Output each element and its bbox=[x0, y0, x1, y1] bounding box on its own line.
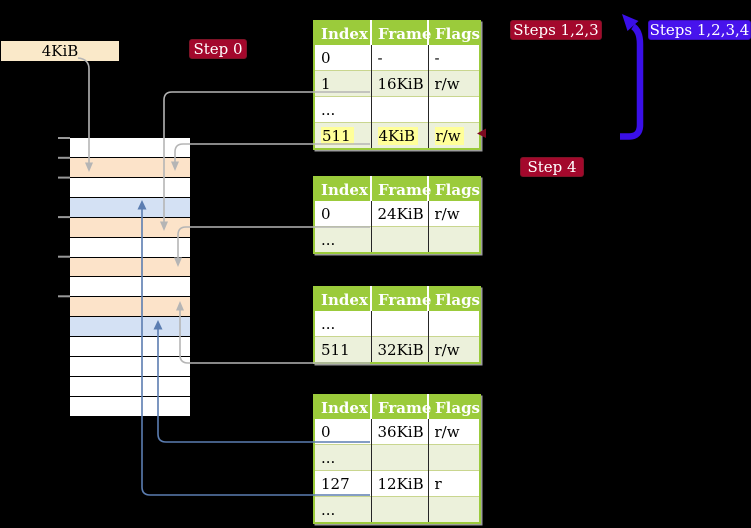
flow-arrow-shaft bbox=[620, 23, 644, 140]
header-index: Index bbox=[314, 287, 372, 311]
table-row: ... bbox=[314, 444, 480, 471]
cell-index: 0 bbox=[314, 419, 372, 445]
memory-row-7 bbox=[70, 257, 190, 278]
memory-row-1 bbox=[70, 138, 190, 158]
cell-index: ... bbox=[314, 96, 372, 123]
cell-index: 127 bbox=[314, 470, 372, 497]
memory-row-11 bbox=[70, 337, 190, 358]
memory-row-14 bbox=[70, 396, 190, 416]
cell-index: ... bbox=[314, 444, 372, 471]
header-frame: Frame bbox=[371, 287, 431, 311]
step-0-badge: Step 0 bbox=[189, 39, 247, 59]
table-header-row: Index Frame Flags bbox=[314, 177, 480, 201]
cell-flags bbox=[428, 444, 480, 471]
memory-row-8 bbox=[70, 277, 190, 298]
page-table-3: Index Frame Flags ... 511 32KiB r/w bbox=[313, 286, 481, 364]
memory-row-13 bbox=[70, 377, 190, 397]
cell-index: 0 bbox=[314, 45, 372, 71]
memory-row-4 bbox=[70, 197, 190, 218]
table-header-row: Index Frame Flags bbox=[314, 287, 480, 311]
memory-row-12 bbox=[70, 357, 190, 378]
cell-index: 0 bbox=[314, 201, 372, 227]
cell-flags bbox=[428, 96, 480, 123]
memory-row-2 bbox=[70, 157, 190, 178]
header-frame: Frame bbox=[371, 21, 431, 45]
cell-frame: 12KiB bbox=[371, 470, 429, 497]
cell-frame: 36KiB bbox=[371, 419, 429, 445]
cell-index: 511 bbox=[314, 122, 372, 149]
table-row: ... bbox=[314, 496, 480, 523]
cell-frame: 24KiB bbox=[371, 201, 429, 227]
table-header-row: Index Frame Flags bbox=[314, 21, 480, 45]
cell-index: ... bbox=[314, 496, 372, 523]
cell-frame: 16KiB bbox=[371, 70, 429, 97]
cell-flags: r/w bbox=[428, 336, 480, 363]
highlight: r/w bbox=[434, 126, 464, 145]
table-row-highlighted: 511 4KiB r/w bbox=[314, 122, 480, 149]
cell-frame: 32KiB bbox=[371, 336, 429, 363]
cell-flags bbox=[428, 226, 480, 253]
cell-index: ... bbox=[314, 226, 372, 253]
table-row: ... bbox=[314, 311, 480, 337]
address-tick-marks bbox=[58, 137, 70, 298]
cell-frame bbox=[371, 311, 429, 337]
steps-1234-badge: Steps 1,2,3,4 bbox=[648, 20, 751, 40]
cell-flags: r/w bbox=[428, 122, 480, 149]
header-frame: Frame bbox=[371, 395, 431, 419]
cell-flags: r/w bbox=[428, 70, 480, 97]
table-row: 511 32KiB r/w bbox=[314, 336, 480, 363]
page-table-2: Index Frame Flags 0 24KiB r/w ... bbox=[313, 176, 481, 254]
header-index: Index bbox=[314, 21, 372, 45]
cell-index: 511 bbox=[314, 336, 372, 363]
cell-frame bbox=[371, 444, 429, 471]
table-header-row: Index Frame Flags bbox=[314, 395, 480, 419]
header-index: Index bbox=[314, 395, 372, 419]
steps-123-badge: Steps 1,2,3 bbox=[510, 20, 602, 40]
steps-flow-arrow bbox=[620, 14, 644, 140]
cell-flags: - bbox=[434, 48, 440, 67]
header-flags: Flags bbox=[428, 177, 480, 201]
cell-frame bbox=[371, 96, 429, 123]
cell-flags bbox=[428, 496, 480, 523]
page-table-1: Index Frame Flags 0 - - 1 16KiB r/w ... … bbox=[313, 20, 481, 150]
highlight: 511 bbox=[321, 126, 354, 145]
header-flags: Flags bbox=[428, 395, 480, 419]
cell-flags: r bbox=[428, 470, 480, 497]
memory-row-10 bbox=[70, 317, 190, 338]
memory-row-9 bbox=[70, 297, 190, 318]
table-row: 0 24KiB r/w bbox=[314, 201, 480, 227]
table-row: ... bbox=[314, 226, 480, 253]
header-index: Index bbox=[314, 177, 372, 201]
table-row: 0 36KiB r/w bbox=[314, 419, 480, 445]
table-row: ... bbox=[314, 96, 480, 123]
cell-flags bbox=[428, 311, 480, 337]
cell-index: ... bbox=[314, 311, 372, 337]
memory-row-3 bbox=[70, 177, 190, 198]
table-row: 1 16KiB r/w bbox=[314, 70, 480, 97]
physical-memory-column bbox=[70, 138, 190, 416]
cell-index: 1 bbox=[314, 70, 372, 97]
cell-frame: 4KiB bbox=[371, 122, 429, 149]
cell-frame: - bbox=[371, 45, 429, 71]
cell-flags: r/w bbox=[434, 204, 460, 223]
step-4-badge: Step 4 bbox=[520, 157, 584, 177]
page-table-4: Index Frame Flags 0 36KiB r/w ... 127 12… bbox=[313, 394, 481, 524]
memory-row-6 bbox=[70, 237, 190, 258]
header-flags: Flags bbox=[428, 21, 480, 45]
memory-row-5 bbox=[70, 217, 190, 238]
flow-arrowhead-icon bbox=[622, 14, 639, 31]
cell-flags: r/w bbox=[434, 422, 460, 441]
cell-frame bbox=[371, 496, 429, 523]
cell-frame bbox=[371, 226, 429, 253]
page-size-label: 4KiB bbox=[1, 41, 119, 61]
highlight: 4KiB bbox=[377, 126, 419, 145]
header-frame: Frame bbox=[371, 177, 431, 201]
header-flags: Flags bbox=[428, 287, 480, 311]
table-row: 0 - - bbox=[314, 45, 480, 71]
table-row: 127 12KiB r bbox=[314, 470, 480, 497]
